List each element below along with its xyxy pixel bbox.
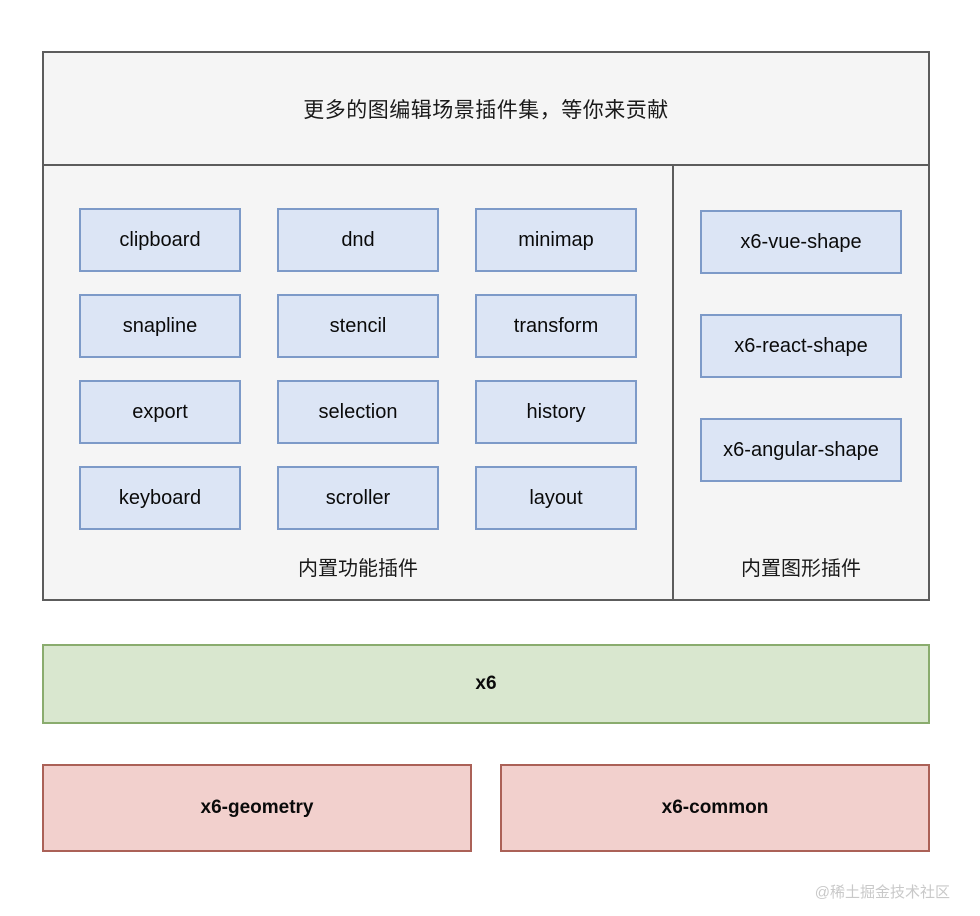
plugin-node-minimap[interactable]: minimap	[475, 208, 637, 272]
shape-node-x6-angular-shape[interactable]: x6-angular-shape	[700, 418, 902, 482]
plugin-node-transform[interactable]: transform	[475, 294, 637, 358]
plugin-node-label: clipboard	[119, 228, 201, 251]
plugin-node-layout[interactable]: layout	[475, 466, 637, 530]
shape-node-label: x6-react-shape	[734, 334, 868, 357]
shape-node-x6-vue-shape[interactable]: x6-vue-shape	[700, 210, 902, 274]
column-divider	[672, 166, 674, 599]
shape-plugins-caption: 内置图形插件	[741, 557, 861, 580]
foundation-layer-row: x6-geometry x6-common	[42, 764, 930, 852]
plugin-node-label: layout	[529, 486, 583, 509]
plugin-node-label: history	[526, 400, 586, 423]
plugin-node-clipboard[interactable]: clipboard	[79, 208, 241, 272]
plugin-node-dnd[interactable]: dnd	[277, 208, 439, 272]
plugin-node-history[interactable]: history	[475, 380, 637, 444]
plugin-node-selection[interactable]: selection	[277, 380, 439, 444]
plugin-node-label: minimap	[518, 228, 594, 251]
plugin-node-export[interactable]: export	[79, 380, 241, 444]
foundation-node-label: x6-geometry	[200, 797, 314, 818]
core-layer-x6[interactable]: x6	[42, 644, 930, 724]
plugin-row: snapline stencil transform	[79, 294, 637, 358]
panel-header: 更多的图编辑场景插件集，等你来贡献	[44, 53, 928, 166]
shape-plugins-list: x6-vue-shape x6-react-shape x6-angular-s…	[674, 166, 928, 533]
plugin-node-label: scroller	[325, 486, 391, 509]
foundation-node-x6-common[interactable]: x6-common	[500, 764, 930, 852]
plugin-node-label: stencil	[329, 314, 387, 337]
plugin-node-label: transform	[513, 314, 599, 337]
plugin-node-stencil[interactable]: stencil	[277, 294, 439, 358]
watermark: @稀土掘金技术社区	[814, 884, 950, 901]
shape-node-label: x6-angular-shape	[723, 438, 879, 461]
plugin-node-label: keyboard	[118, 486, 202, 509]
core-layer-label: x6	[475, 673, 497, 694]
plugin-row: keyboard scroller layout	[79, 466, 637, 530]
foundation-node-x6-geometry[interactable]: x6-geometry	[42, 764, 472, 852]
foundation-node-label: x6-common	[661, 797, 769, 818]
plugin-row: export selection history	[79, 380, 637, 444]
plugin-node-snapline[interactable]: snapline	[79, 294, 241, 358]
plugin-row: clipboard dnd minimap	[79, 208, 637, 272]
functional-plugins-column: clipboard dnd minimap snapline stencil	[44, 166, 672, 599]
shape-node-x6-react-shape[interactable]: x6-react-shape	[700, 314, 902, 378]
shape-plugins-column: x6-vue-shape x6-react-shape x6-angular-s…	[674, 166, 928, 599]
panel-body: clipboard dnd minimap snapline stencil	[44, 166, 928, 599]
plugin-node-label: dnd	[341, 228, 375, 251]
plugin-node-label: snapline	[122, 314, 198, 337]
plugin-node-label: export	[132, 400, 188, 423]
panel-header-text: 更多的图编辑场景插件集，等你来贡献	[303, 98, 669, 122]
plugin-node-label: selection	[318, 400, 398, 423]
plugin-node-keyboard[interactable]: keyboard	[79, 466, 241, 530]
shape-node-label: x6-vue-shape	[740, 230, 862, 253]
functional-plugins-grid: clipboard dnd minimap snapline stencil	[44, 166, 672, 533]
architecture-panel: 更多的图编辑场景插件集，等你来贡献 clipboard dnd minimap	[42, 51, 930, 601]
plugin-node-scroller[interactable]: scroller	[277, 466, 439, 530]
functional-plugins-caption: 内置功能插件	[298, 557, 418, 580]
